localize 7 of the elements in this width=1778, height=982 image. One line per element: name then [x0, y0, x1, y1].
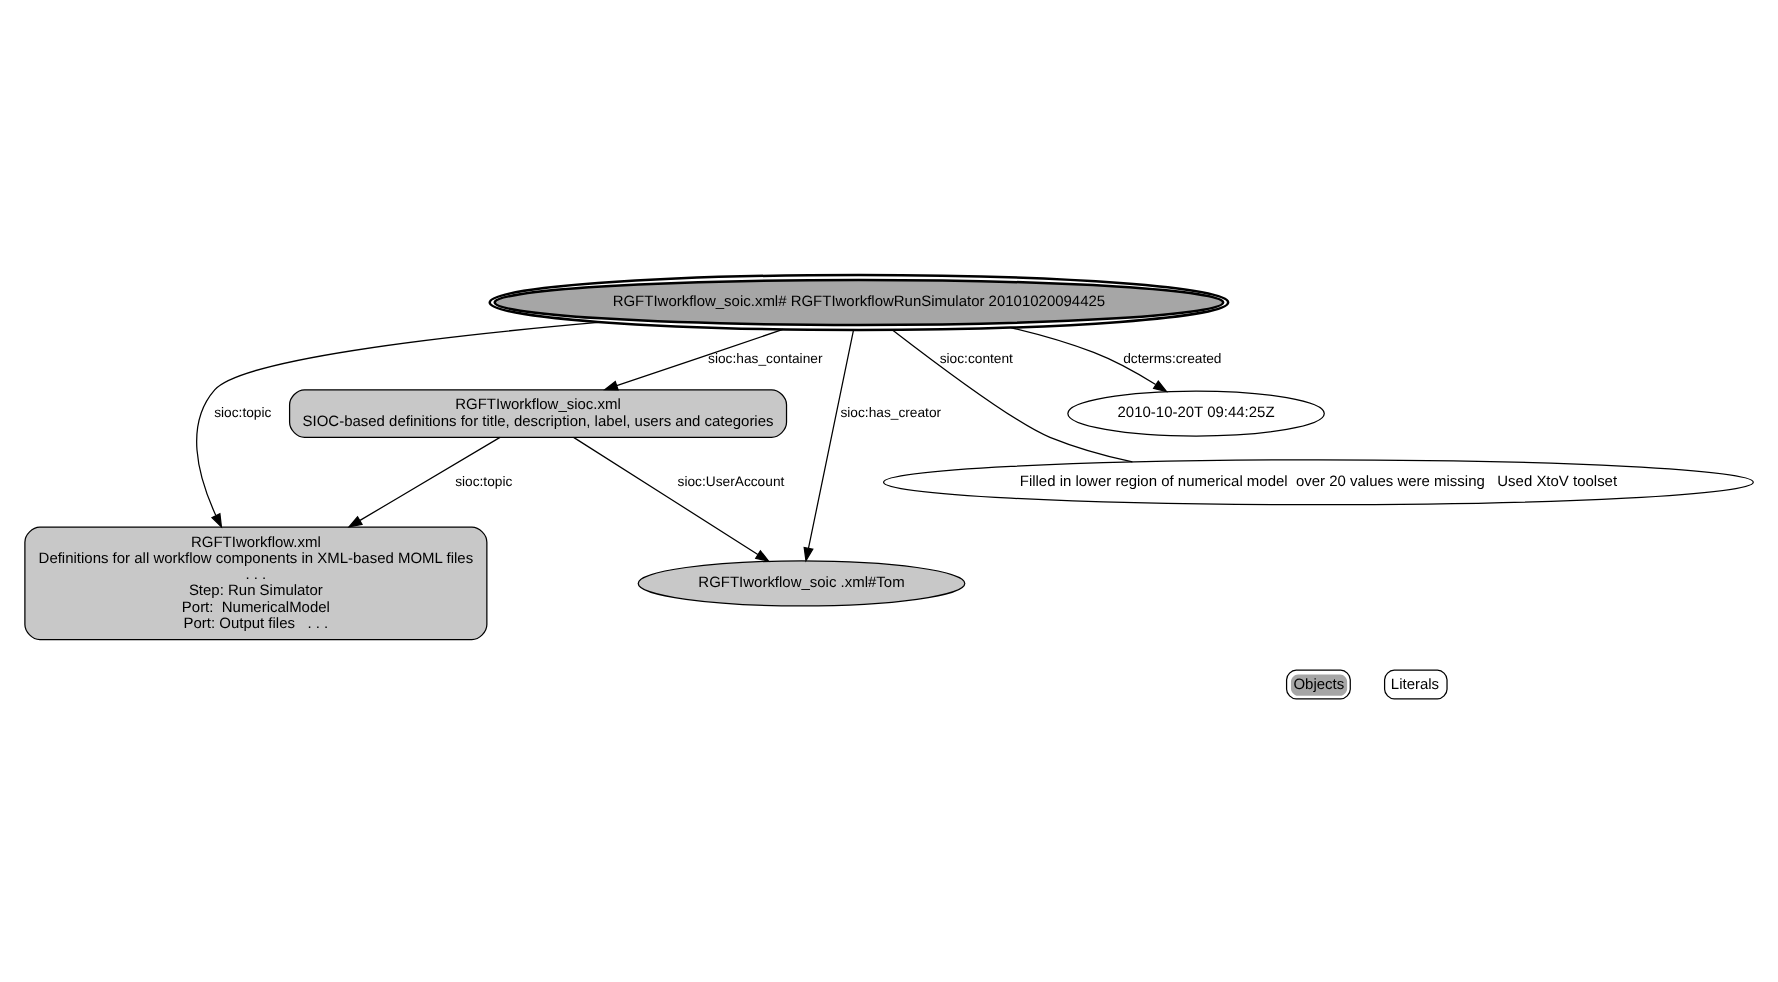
connector: [891, 329, 1134, 463]
arrow: [347, 436, 501, 528]
arrow: [196, 321, 602, 529]
arrow: [1010, 327, 1169, 393]
arrow: [603, 328, 784, 391]
arrow: [572, 436, 771, 563]
arrow: [803, 329, 855, 563]
